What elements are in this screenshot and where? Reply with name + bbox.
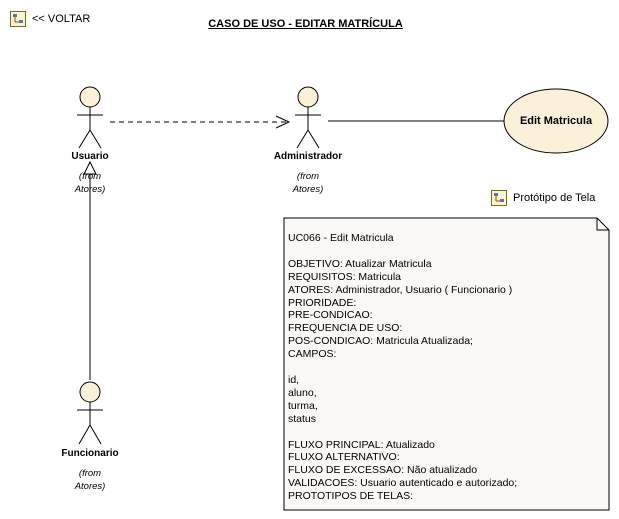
actor-usuario-name: Usuario <box>71 151 109 162</box>
note-line: CAMPOS: <box>288 348 337 361</box>
note-line: REQUISITOS: Matricula <box>288 270 401 283</box>
note-line: turma, <box>288 399 318 412</box>
note-line <box>288 245 517 258</box>
note-line: PROTOTIPOS DE TELAS: <box>288 490 414 503</box>
note-line: VALIDACOES: Usuario autenticado e autori… <box>288 477 518 490</box>
prototype-link[interactable]: Protótipo de Tela <box>491 190 595 206</box>
use-case-label: Edit Matricula <box>519 115 593 127</box>
actor-funcionario-figure[interactable] <box>77 381 103 445</box>
note-line: PRIORIDADE: <box>288 296 357 309</box>
back-link[interactable]: << VOLTAR <box>10 11 90 27</box>
note-line: UC066 - Edit Matricula <box>288 232 394 244</box>
dependency-arrowhead <box>275 115 291 129</box>
note-line: POS-CONDICAO: Matricula Atualizada; <box>288 335 473 348</box>
actor-usuario-from: (from Atores) <box>74 171 106 195</box>
note-line <box>288 426 517 439</box>
note-line: status <box>288 412 317 425</box>
prototype-link-label: Protótipo de Tela <box>513 192 596 204</box>
back-link-label: << VOLTAR <box>32 13 91 25</box>
actor-administrador-name: Administrador <box>273 151 343 162</box>
actor-usuario-figure[interactable] <box>77 86 103 149</box>
diagram-title: CASO DE USO - EDITAR MATRÍCULA <box>208 18 403 30</box>
note-line: PRE-CONDICAO: <box>288 309 373 322</box>
actor-funcionario-from: (from Atores) <box>74 468 106 492</box>
note-line <box>288 361 517 374</box>
note-line: ATORES: Administrador, Usuario ( Funcion… <box>288 283 513 296</box>
note-text: UC066 - Edit Matricula OBJETIVO: Atualiz… <box>288 232 517 503</box>
note-box[interactable] <box>283 217 610 511</box>
diagram-link-icon <box>10 11 26 27</box>
note-line: FLUXO PRINCIPAL: Atualizado <box>288 438 435 451</box>
note-line: FREQUENCIA DE USO: <box>288 322 403 335</box>
note-line: id, <box>288 373 300 386</box>
actor-administrador-figure[interactable] <box>295 86 321 149</box>
actor-funcionario-name: Funcionario <box>61 448 119 459</box>
diagram-link-icon <box>491 190 507 206</box>
generalization-arrowhead <box>83 160 97 175</box>
note-line: OBJETIVO: Atualizar Matricula <box>288 257 432 270</box>
note-line: FLUXO DE EXCESSAO: Não atualizado <box>288 464 478 477</box>
note-line: FLUXO ALTERNATIVO: <box>288 451 400 464</box>
actor-administrador-from: (from Atores) <box>292 171 324 195</box>
note-line: aluno, <box>288 386 317 399</box>
